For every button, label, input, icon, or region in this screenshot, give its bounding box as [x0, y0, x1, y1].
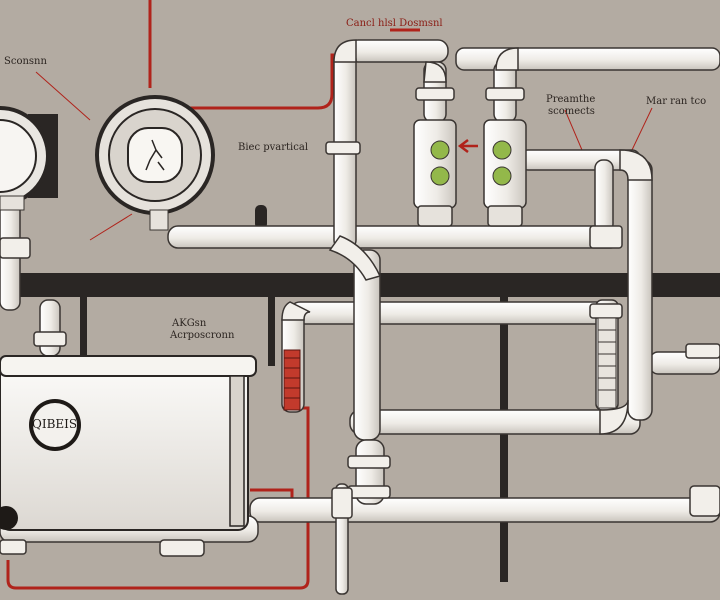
label-top-center: Cancl hlsl Dosmsnl [346, 18, 443, 29]
valve-left [413, 119, 457, 227]
pipe-fittings [0, 39, 720, 557]
red-leader-lines [35, 71, 653, 241]
gauge-center [95, 95, 215, 231]
label-right-b: Mar ran tco [646, 96, 707, 107]
valve-right [483, 119, 527, 227]
red-arrow-icon [457, 139, 478, 153]
red-wires [6, 0, 420, 590]
red-coil [283, 349, 301, 411]
label-mid-left: Biec pvartical [238, 142, 309, 153]
gauge-left [0, 106, 58, 211]
ribbed-panel [597, 317, 617, 409]
label-lower-left-line2: Acrposcronn [170, 330, 235, 341]
label-right-a-line2: scomects [548, 106, 595, 117]
tank-badge-label: QIBEIS [32, 417, 78, 431]
water-tank [0, 355, 257, 531]
label-top-left: Sconsnn [4, 56, 47, 67]
support-posts [80, 205, 508, 582]
label-lower-left-line1: AKGsn [172, 318, 207, 329]
label-right-a-line1: Preamthe [546, 94, 596, 105]
